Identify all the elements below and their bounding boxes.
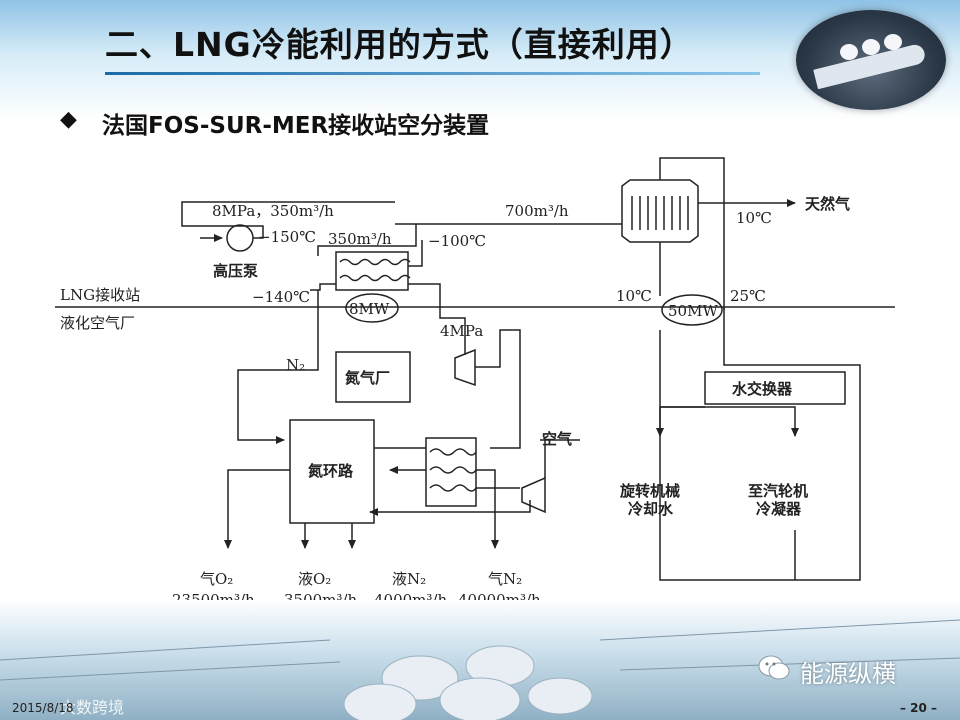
hx-8mw-coil [339, 258, 411, 266]
hx-50mw-label: 50MW [668, 302, 718, 320]
lng-ship-image [796, 10, 946, 110]
hx-8mw-oval [345, 293, 399, 323]
temp-10a-label: 10℃ [736, 209, 772, 227]
coldbox-coil [429, 466, 477, 474]
turbine-label-1: 至汽轮机 [748, 482, 808, 500]
coldbox-coil [429, 484, 477, 492]
air-label: 空气 [542, 430, 572, 448]
output-gas-n2-name: 气N₂ [488, 570, 522, 588]
ship-tank-dome [840, 44, 858, 60]
pressure-label: 4MPa [440, 322, 483, 340]
ship-tank-dome [884, 34, 902, 50]
hx-50mw-oval [661, 294, 723, 326]
temp-25-label: 25℃ [730, 287, 766, 305]
terminal-label: LNG接收站 [60, 286, 140, 304]
hx-8mw-lng-line [317, 224, 417, 256]
page-title: 二、LNG冷能利用的方式（直接利用） [105, 25, 694, 64]
pump-outlet-line [181, 201, 395, 239]
hx-8mw-coil [339, 274, 411, 282]
output-gas-o2-name: 气O₂ [200, 570, 233, 588]
air-to-loop [369, 500, 531, 516]
bullet-diamond-icon: ◆ [60, 107, 77, 132]
natural-gas-label: 天然气 [805, 195, 850, 213]
lng-terminal-photo [0, 600, 960, 720]
nitrogen-loop-label: 氮环路 [308, 462, 354, 480]
temp-m150-label: −150℃ [258, 228, 316, 246]
water-loop [659, 157, 861, 581]
ship-tank-dome [862, 39, 880, 55]
hx-8mw [335, 251, 409, 291]
nitrogen-plant-box [335, 351, 411, 403]
air-compressor [521, 476, 546, 514]
rotating-label-2: 冷却水 [628, 500, 674, 518]
watermark-text: 能源纵横 [800, 660, 896, 688]
coldbox-exchanger [425, 437, 477, 507]
page-number: – 20 – [900, 701, 938, 715]
temp-10b-label: 10℃ [616, 287, 652, 305]
n2-line [237, 290, 319, 444]
turbine-feed [660, 406, 799, 437]
plant-label: 液化空气厂 [60, 314, 135, 332]
wechat-icon [758, 655, 790, 680]
temp-m140-label: −140℃ [252, 288, 310, 306]
compressor-outlet [475, 329, 521, 449]
title-underline [105, 72, 760, 75]
logo-text: 大数跨境 [60, 698, 125, 717]
rotating-label-1: 旋转机械 [619, 482, 680, 500]
output-liquid-n2-name: 液N₂ [392, 570, 426, 588]
nitrogen-plant-label: 氮气厂 [345, 369, 390, 387]
hx-8mw-inlet [310, 283, 336, 291]
water-exchanger-box [704, 371, 846, 405]
flow-8mpa-label: 8MPa，350m³/h [212, 202, 334, 220]
diagram-labels: 8MPa，350m³/h 700m³/h −150℃ 350m³/h −100℃… [60, 195, 850, 609]
temp-m100-label: −100℃ [428, 232, 486, 250]
compressor-line [408, 283, 466, 355]
compressor-4mpa [454, 348, 476, 387]
vaporizer [621, 179, 699, 243]
flow-700-label: 700m³/h [505, 202, 569, 220]
n2-label: N₂ [286, 356, 305, 374]
pump-label: 高压泵 [213, 262, 258, 280]
flow-350-label: 350m³/h [328, 230, 392, 248]
slide-date: 2015/8/18 [12, 701, 74, 715]
gas-o2-out [224, 469, 290, 549]
gas-n2-out [476, 469, 499, 549]
water-exchanger-label: 水交换器 [732, 380, 793, 398]
terminal-tanks-illustration [0, 619, 960, 720]
nitrogen-loop-box [289, 419, 375, 524]
pump-symbol [226, 224, 254, 252]
output-liquid-o2-name: 液O₂ [298, 570, 331, 588]
turbine-label-2: 冷凝器 [756, 500, 802, 518]
hx-8mw-outlet [408, 240, 423, 267]
vaporizer-tubes [631, 196, 689, 230]
bullet-text: 法国FOS-SUR-MER接收站空分装置 [102, 113, 490, 139]
coldbox-coil [429, 448, 477, 456]
hx-8mw-label: 8MW [349, 300, 390, 318]
